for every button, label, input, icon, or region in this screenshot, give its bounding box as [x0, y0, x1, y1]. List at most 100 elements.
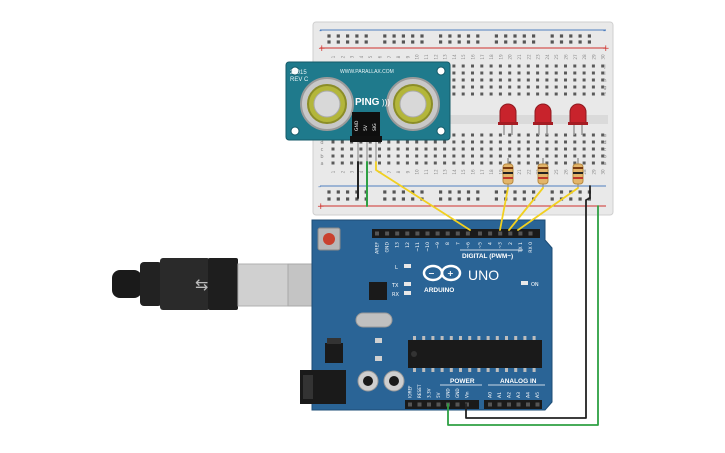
breadboard-hole	[480, 64, 484, 68]
led-1	[498, 103, 518, 135]
column-number-bottom: 17	[480, 169, 485, 175]
rail-hole	[466, 197, 471, 201]
digital-pin[interactable]	[528, 231, 533, 236]
breadboard-hole	[498, 71, 502, 75]
digital-pin[interactable]	[395, 231, 400, 236]
breadboard-hole	[489, 154, 493, 158]
breadboard-hole	[461, 140, 465, 144]
reset-button[interactable]	[323, 233, 335, 245]
digital-pin[interactable]	[405, 231, 410, 236]
rail-hole	[559, 40, 564, 44]
breadboard-hole	[582, 64, 586, 68]
analog-pin[interactable]	[507, 402, 511, 407]
breadboard-hole	[405, 161, 409, 165]
rail-hole	[411, 190, 415, 194]
analog-pin[interactable]	[526, 402, 530, 407]
breadboard-hole	[498, 78, 502, 82]
breadboard-hole	[536, 92, 540, 96]
rail-hole	[522, 40, 526, 44]
digital-pin[interactable]	[455, 231, 460, 236]
column-number-bottom: 18	[489, 169, 494, 175]
digital-pin[interactable]	[385, 231, 390, 236]
digital-pin[interactable]	[478, 231, 482, 236]
column-number-bottom: 14	[452, 169, 457, 175]
microcontroller-chip	[408, 340, 542, 368]
breadboard-hole	[387, 161, 391, 165]
rail-minus-bottom-label: -	[318, 182, 321, 191]
mcu-pin	[486, 336, 490, 340]
breadboard-hole	[545, 147, 549, 151]
mcu-pin	[532, 368, 536, 372]
column-number-bottom: 28	[582, 169, 587, 175]
digital-pin-label: RX 0	[528, 242, 534, 253]
breadboard-hole	[508, 64, 512, 68]
digital-pin-label: 8	[445, 242, 451, 245]
breadboard-hole	[536, 85, 540, 89]
digital-pin[interactable]	[445, 231, 450, 236]
rail-hole	[494, 40, 498, 44]
column-number-top: 27	[573, 54, 578, 60]
analog-header	[484, 400, 542, 409]
digital-pin[interactable]	[375, 231, 379, 236]
power-pin[interactable]	[417, 402, 422, 407]
breadboard-hole	[396, 161, 400, 165]
breadboard-hole	[536, 71, 540, 75]
breadboard-hole	[526, 92, 530, 96]
breadboard-hole	[331, 154, 335, 158]
rail-hole	[578, 197, 582, 201]
breadboard-hole	[508, 78, 512, 82]
analog-pin[interactable]	[497, 402, 502, 407]
breadboard-hole	[591, 64, 595, 68]
analog-pin[interactable]	[516, 402, 521, 407]
power-pin[interactable]	[408, 402, 412, 407]
power-pin[interactable]	[465, 402, 469, 407]
breadboard-hole	[452, 85, 456, 89]
digital-pin[interactable]	[508, 231, 513, 236]
analog-pin[interactable]	[535, 402, 540, 407]
breadboard-hole	[517, 64, 521, 68]
breadboard-hole	[545, 78, 549, 82]
breadboard-hole	[415, 140, 419, 144]
breadboard-hole	[526, 71, 530, 75]
digital-pin-label: ~9	[435, 242, 441, 249]
digital-pin[interactable]	[435, 231, 440, 236]
rail-hole	[466, 190, 471, 194]
rail-hole	[336, 197, 340, 201]
rail-hole	[587, 34, 591, 38]
breadboard-hole	[554, 92, 558, 96]
row-letter: f	[604, 92, 606, 98]
breadboard-hole	[601, 78, 605, 82]
power-pin[interactable]	[455, 402, 460, 407]
breadboard-hole	[573, 71, 577, 75]
breadboard-hole	[489, 92, 493, 96]
breadboard-hole	[461, 71, 465, 75]
rail-hole	[513, 190, 517, 194]
breadboard-hole	[452, 161, 456, 165]
digital-pin[interactable]	[498, 231, 503, 236]
column-number-top: 25	[554, 54, 559, 60]
power-pin[interactable]	[436, 402, 441, 407]
breadboard-hole	[554, 147, 558, 151]
breadboard-hole	[480, 154, 484, 158]
breadboard-hole	[582, 161, 586, 165]
rail-hole	[346, 40, 350, 44]
rail-hole	[392, 40, 396, 44]
breadboard-hole	[526, 85, 530, 89]
rail-hole	[401, 190, 405, 194]
digital-pin[interactable]	[488, 231, 493, 236]
breadboard-hole	[582, 71, 586, 75]
rail-hole	[494, 197, 498, 201]
digital-pin[interactable]	[425, 231, 430, 236]
digital-pin[interactable]	[415, 231, 420, 236]
analog-pin-label: A0	[488, 392, 494, 398]
breadboard-hole	[461, 85, 465, 89]
rail-hole	[401, 34, 405, 38]
digital-pin[interactable]	[465, 231, 470, 236]
analog-pin[interactable]	[488, 402, 492, 407]
breadboard-hole	[601, 161, 605, 165]
digital-pin[interactable]	[518, 231, 523, 236]
row-letter: c	[321, 147, 324, 153]
power-pin[interactable]	[427, 402, 431, 407]
mcu-pin	[523, 336, 527, 340]
rail-hole	[327, 40, 331, 44]
